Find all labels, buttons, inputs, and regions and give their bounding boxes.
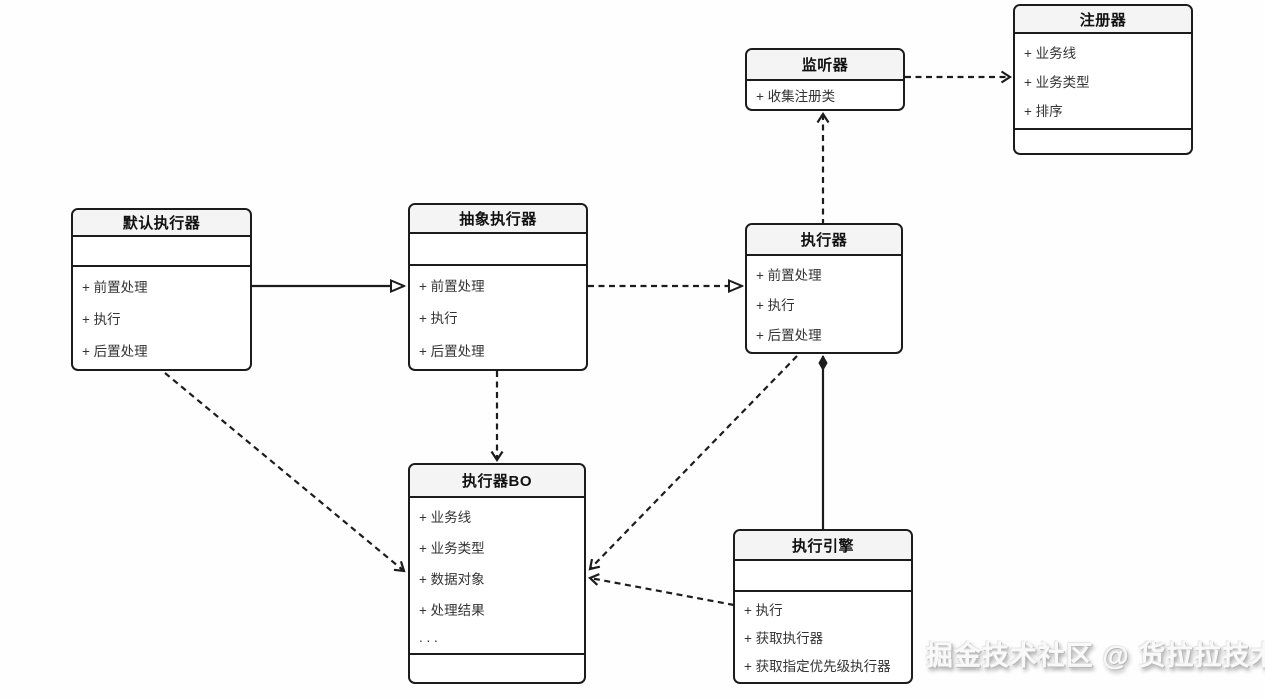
method-item: + 后置处理 [82, 344, 148, 359]
fields-section: + 收集注册类 [747, 81, 903, 109]
class-execution-engine: 执行引擎 + 执行 + 获取执行器 + 获取指定优先级执行器 [733, 529, 913, 684]
field-item-ellipsis: . . . [419, 629, 438, 645]
field-item: + 数据对象 [419, 571, 485, 587]
method-item: + 后置处理 [756, 328, 822, 343]
class-title: 监听器 [747, 50, 903, 81]
methods-section-empty [410, 655, 584, 682]
method-item: + 前置处理 [419, 279, 485, 295]
field-item: + 业务类型 [1024, 74, 1090, 90]
method-item: + 后置处理 [419, 343, 485, 359]
attributes-section-empty [73, 237, 250, 267]
method-item: + 执行 [756, 298, 795, 313]
method-item: + 执行 [419, 311, 458, 327]
relation-dependency-engine-to-bo [588, 573, 735, 607]
relation-dependency-default-to-bo [164, 372, 406, 573]
class-title: 默认执行器 [73, 210, 250, 237]
methods-section: + 前置处理 + 执行 + 后置处理 [410, 266, 586, 369]
fields-section: + 业务线 + 业务类型 + 数据对象 + 处理结果 . . . [410, 498, 584, 655]
method-item: + 获取指定优先级执行器 [744, 659, 891, 674]
field-item: + 业务类型 [419, 541, 485, 557]
class-registrar: 注册器 + 业务线 + 业务类型 + 排序 [1013, 4, 1193, 155]
class-executor-bo: 执行器BO + 业务线 + 业务类型 + 数据对象 + 处理结果 . . . [408, 463, 586, 684]
method-item: + 获取执行器 [744, 631, 824, 646]
class-listener: 监听器 + 收集注册类 [745, 48, 905, 111]
class-title: 执行引擎 [735, 531, 911, 561]
method-item: + 前置处理 [756, 268, 822, 283]
class-default-executor: 默认执行器 + 前置处理 + 执行 + 后置处理 [71, 208, 252, 371]
class-title: 注册器 [1015, 6, 1191, 34]
methods-section: + 执行 + 获取执行器 + 获取指定优先级执行器 [735, 592, 911, 682]
field-item: + 排序 [1024, 104, 1063, 120]
field-item: + 业务线 [1024, 45, 1077, 61]
method-item: + 前置处理 [82, 280, 148, 295]
field-item: + 业务线 [419, 510, 472, 526]
methods-section: + 前置处理 + 执行 + 后置处理 [73, 267, 250, 369]
fields-section: + 业务线 + 业务类型 + 排序 [1015, 34, 1191, 130]
field-item: + 收集注册类 [756, 89, 836, 104]
class-title: 抽象执行器 [410, 205, 586, 234]
attributes-section-empty [735, 561, 911, 592]
methods-section: + 前置处理 + 执行 + 后置处理 [747, 256, 901, 352]
class-abstract-executor: 抽象执行器 + 前置处理 + 执行 + 后置处理 [408, 203, 588, 371]
field-item: + 处理结果 [419, 602, 485, 618]
class-executor: 执行器 + 前置处理 + 执行 + 后置处理 [745, 223, 903, 354]
methods-section-empty [1015, 130, 1191, 153]
attributes-section-empty [410, 234, 586, 266]
method-item: + 执行 [82, 312, 121, 327]
class-title: 执行器BO [410, 465, 584, 498]
class-title: 执行器 [747, 225, 901, 256]
watermark-text: 掘金技术社区 @ 货拉拉技术 [926, 641, 1265, 671]
method-item: + 执行 [744, 603, 783, 618]
